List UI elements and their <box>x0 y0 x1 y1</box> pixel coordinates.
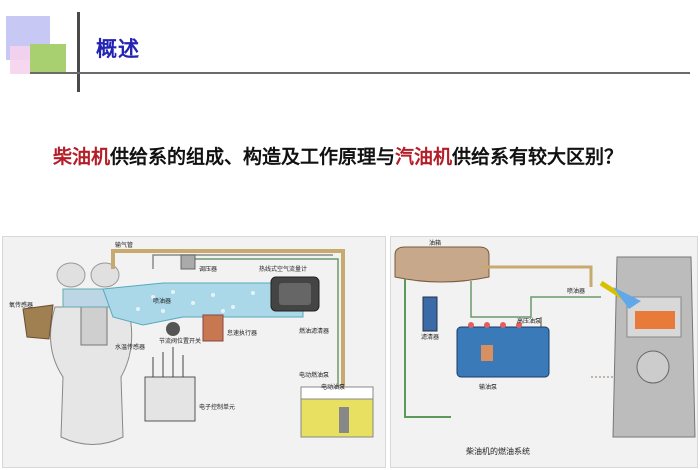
gasoline-diagram-svg: 氧传感器 输气管 调压器 热线式空气流量计 节流阀位置开关 怠速执行器 水温传感… <box>9 241 374 445</box>
question-gasoline: 汽油机 <box>395 146 453 168</box>
question-text-2: 供给系有较大区别？ <box>452 146 624 168</box>
header-vertical-line <box>77 12 80 92</box>
label-transfer-pump: 输油泵 <box>479 383 497 391</box>
label-exhaust-sensor: 氧传感器 <box>9 301 33 309</box>
question-diesel: 柴油机 <box>53 146 111 168</box>
label-regulator: 调压器 <box>199 265 217 273</box>
label-idle-actuator: 怠速执行器 <box>227 329 257 337</box>
diesel-fuel-system-diagram: 油箱 喷油器 滤清器 高压油泵 输油泵 <box>390 236 698 468</box>
label-air-tube: 输气管 <box>115 241 133 249</box>
label-filter: 滤清器 <box>421 333 439 341</box>
label-fuel-pump: 电动燃油泵 <box>299 371 329 379</box>
gasoline-fuel-system-diagram: 氧传感器 输气管 调压器 热线式空气流量计 节流阀位置开关 怠速执行器 水温传感… <box>2 236 386 468</box>
question-text-1: 供给系的组成、构造及工作原理与 <box>110 146 396 168</box>
label-injector: 喷油器 <box>153 297 171 305</box>
diesel-diagram-svg: 油箱 喷油器 滤清器 高压油泵 输油泵 <box>394 239 696 438</box>
label-tank: 油箱 <box>429 239 441 247</box>
label-hp-pump: 高压油泵 <box>517 317 541 325</box>
header-deco-lime <box>30 44 66 74</box>
header-horizontal-line <box>30 72 690 74</box>
slide-question: 柴油机供给系的组成、构造及工作原理与汽油机供给系有较大区别？ <box>53 142 673 172</box>
slide-title: 概述 <box>96 37 140 61</box>
label-injector-diesel: 喷油器 <box>567 287 585 295</box>
label-airflow-meter: 热线式空气流量计 <box>259 265 307 273</box>
label-fuel-pump-2: 电动油泵 <box>321 383 345 391</box>
diesel-diagram-caption: 柴油机的燃油系统 <box>466 447 530 456</box>
label-ecu: 电子控制单元 <box>199 403 235 411</box>
label-fuel-filter: 燃油滤清器 <box>299 327 329 335</box>
label-throttle: 节流阀位置开关 <box>159 337 201 345</box>
label-water-temp: 水温传感器 <box>115 343 145 351</box>
